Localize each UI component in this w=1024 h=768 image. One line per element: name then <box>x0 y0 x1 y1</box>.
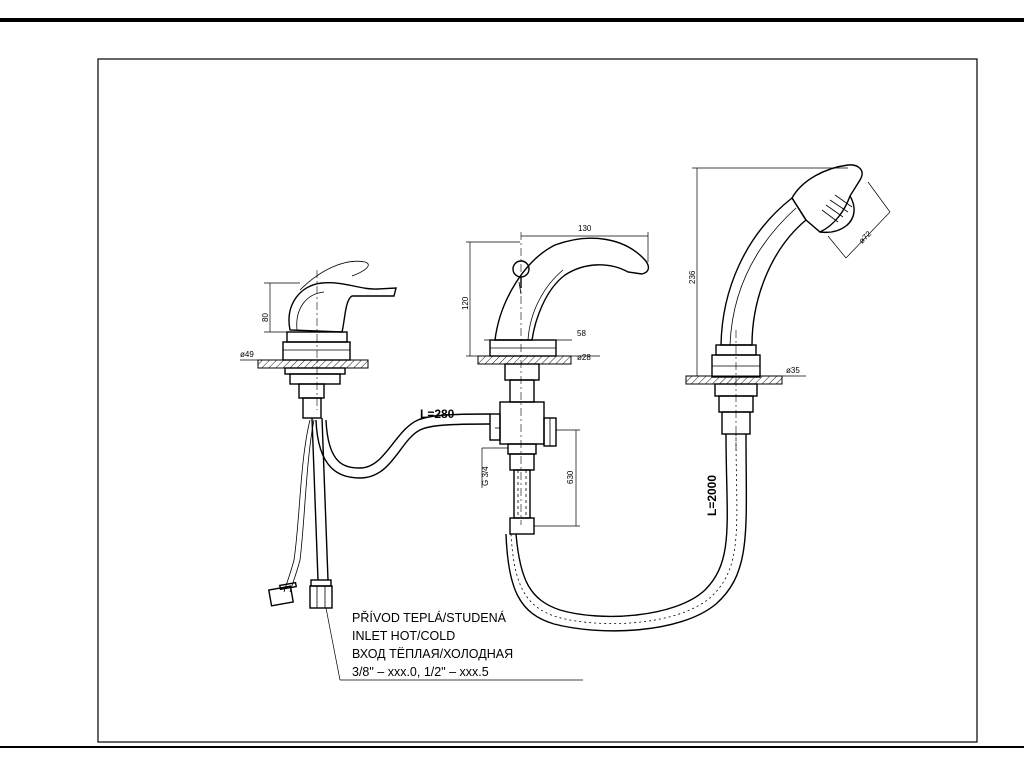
dim-lever-height: 80 <box>261 313 270 322</box>
dim-connector-length: 630 <box>566 470 575 484</box>
dim-spout-base-dia: ø28 <box>577 353 591 362</box>
lever-mixer-valve <box>257 260 397 609</box>
label-hose-length: L=280 <box>420 407 455 421</box>
dim-shower-height: 236 <box>688 270 697 284</box>
hand-shower <box>505 164 863 632</box>
dim-shower-base-dia: ø35 <box>786 366 800 375</box>
spout-body <box>477 232 650 535</box>
note-line-czech: PŘÍVOD TEPLÁ/STUDENÁ <box>352 610 507 625</box>
dim-lever-base-dia: ø49 <box>240 350 254 359</box>
dim-spout-offset: 58 <box>577 329 586 338</box>
connector-hose: L=280 <box>315 407 501 479</box>
dim-thread: G 3/4 <box>481 466 490 486</box>
note-line-variants: 3/8" – xxx.0, 1/2" – xxx.5 <box>352 665 489 679</box>
dim-spout-height: 120 <box>461 296 470 310</box>
note-line-russian: ВХОД ТЁПЛАЯ/ХОЛОДНАЯ <box>352 647 513 661</box>
label-shower-hose-length: L=2000 <box>705 475 719 516</box>
dim-spout-length: 130 <box>578 224 592 233</box>
inlet-note: PŘÍVOD TEPLÁ/STUDENÁ INLET HOT/COLD ВХОД… <box>325 607 583 681</box>
page-frame <box>0 18 1024 748</box>
shower-dimensions: 236 ø72 ø35 L=2000 <box>688 167 891 516</box>
lever-dimensions: 80 ø49 <box>240 282 300 361</box>
spout-dimensions: 130 120 58 ø28 G 3/4 630 <box>461 224 649 527</box>
note-line-english: INLET HOT/COLD <box>352 629 455 643</box>
